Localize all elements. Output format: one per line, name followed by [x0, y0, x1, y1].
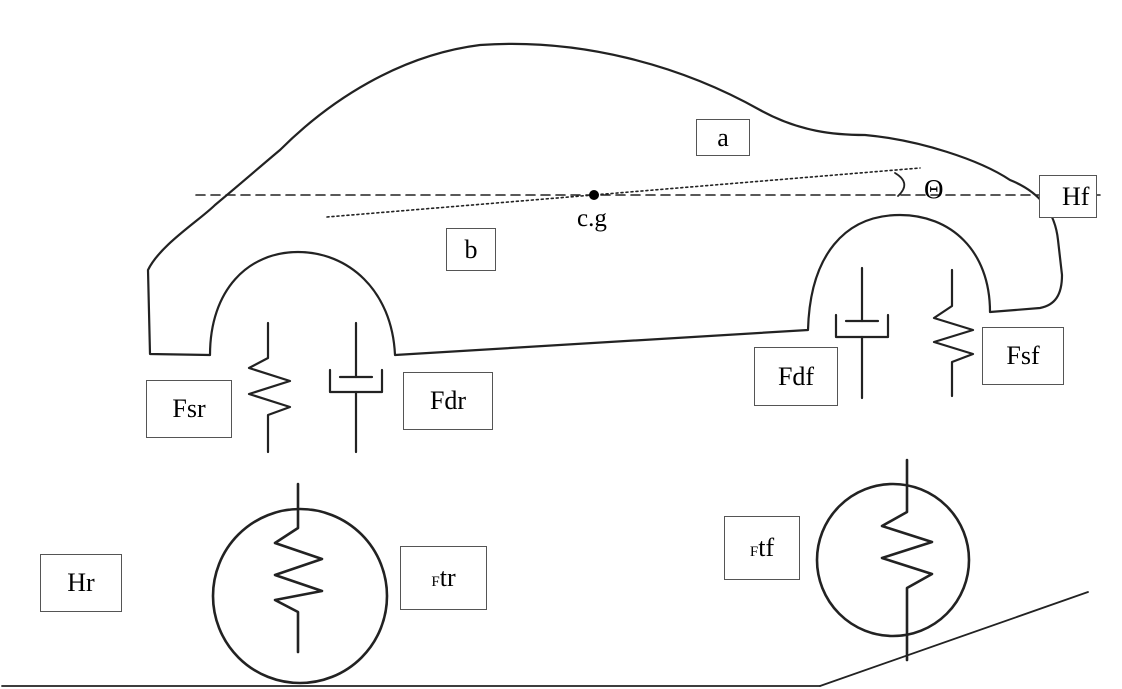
- label-hr: Hr: [40, 554, 122, 612]
- front-tyre-spring: [880, 458, 934, 662]
- label-fdr-text: Fdr: [429, 386, 467, 415]
- label-fdf-text: Fdf: [777, 361, 815, 391]
- label-fdr: Fdr: [403, 372, 493, 430]
- label-ftr-prefix: F: [431, 574, 440, 590]
- label-fsf-text: Fsf: [1006, 341, 1040, 370]
- label-fsf: Fsf: [982, 327, 1064, 385]
- rear-damper: [328, 321, 384, 454]
- label-fdf: Fdf: [754, 347, 838, 406]
- front-damper: [834, 266, 890, 400]
- label-a-text: a: [717, 122, 729, 152]
- rear-tyre-spring: [273, 482, 324, 654]
- label-ftr: Ftr: [400, 546, 487, 610]
- label-hf: Hf: [1039, 175, 1097, 218]
- front-spring: [932, 268, 975, 398]
- label-hf-text: Hf: [1062, 181, 1090, 211]
- inclined-ground-line: [819, 591, 1089, 687]
- label-theta: Θ: [924, 174, 944, 204]
- pitch-angle-arc: [894, 172, 906, 197]
- label-fsr-text: Fsr: [172, 394, 206, 423]
- label-b-text: b: [464, 234, 478, 264]
- label-center-of-gravity: c.g: [577, 205, 607, 232]
- car-body-outline: [146, 42, 1064, 357]
- label-ftf-suffix: tf: [758, 533, 775, 562]
- label-hr-text: Hr: [67, 568, 95, 597]
- rear-spring: [247, 321, 292, 454]
- front-tyre-circle: [815, 482, 971, 638]
- label-b: b: [446, 228, 496, 271]
- label-a: a: [696, 119, 750, 156]
- label-ftr-suffix: tr: [439, 563, 456, 592]
- center-of-gravity-dot: [589, 190, 599, 200]
- body-axis-line: [326, 167, 921, 218]
- label-ftf: Ftf: [724, 516, 800, 580]
- label-ftf-prefix: F: [749, 544, 759, 560]
- rear-tyre-circle: [211, 507, 389, 685]
- label-fsr: Fsr: [146, 380, 232, 438]
